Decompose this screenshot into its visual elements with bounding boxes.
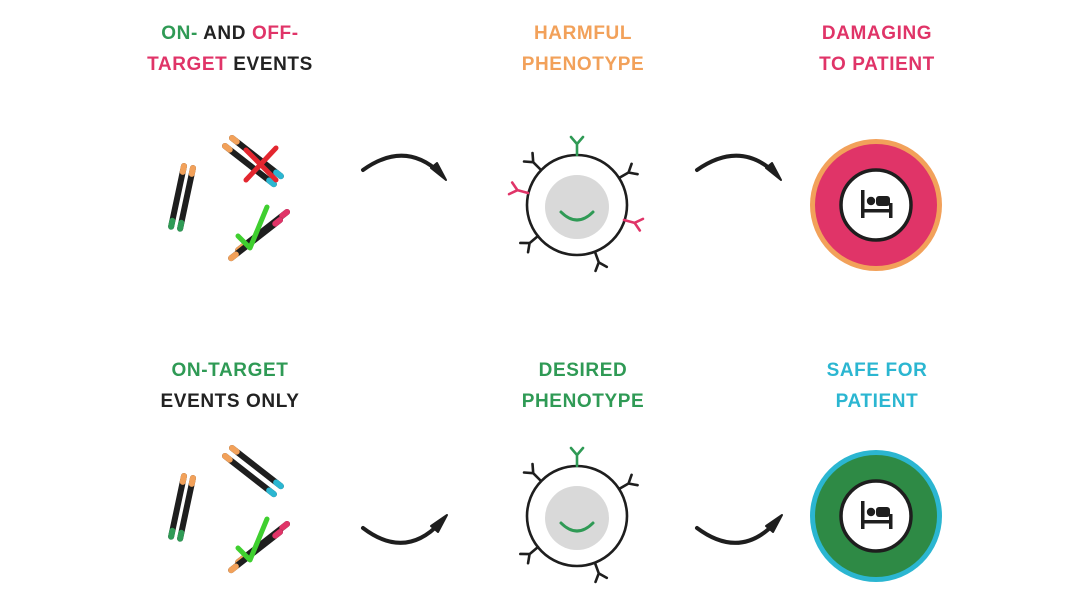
top-events-label: ON- AND OFF- TARGET EVENTS — [147, 23, 313, 75]
patient-bed-icon — [810, 450, 942, 582]
arrow-icon — [361, 514, 448, 545]
check-mark-icon — [235, 516, 270, 563]
damaging-to-patient-label: DAMAGING TO PATIENT — [819, 23, 935, 75]
arrow-icon — [361, 153, 447, 181]
arrow-icon — [695, 514, 783, 545]
patient-bed-icon — [810, 139, 942, 271]
check-mark-icon — [235, 204, 270, 251]
arrow-icon — [695, 153, 782, 181]
desired-phenotype-label: DESIRED PHENOTYPE — [521, 360, 645, 412]
bottom-events-label: ON-TARGET EVENTS ONLY — [160, 360, 300, 412]
safe-for-patient-label: SAFE FOR PATIENT — [826, 360, 928, 412]
cell-icon — [519, 446, 639, 584]
cross-mark-icon — [243, 145, 279, 183]
harmful-phenotype-label: HARMFUL PHENOTYPE — [521, 23, 645, 75]
cell-icon — [507, 135, 645, 273]
chromosome-icon — [171, 476, 193, 539]
chromosome-icon — [171, 166, 193, 229]
chromosome-icon — [225, 448, 281, 494]
